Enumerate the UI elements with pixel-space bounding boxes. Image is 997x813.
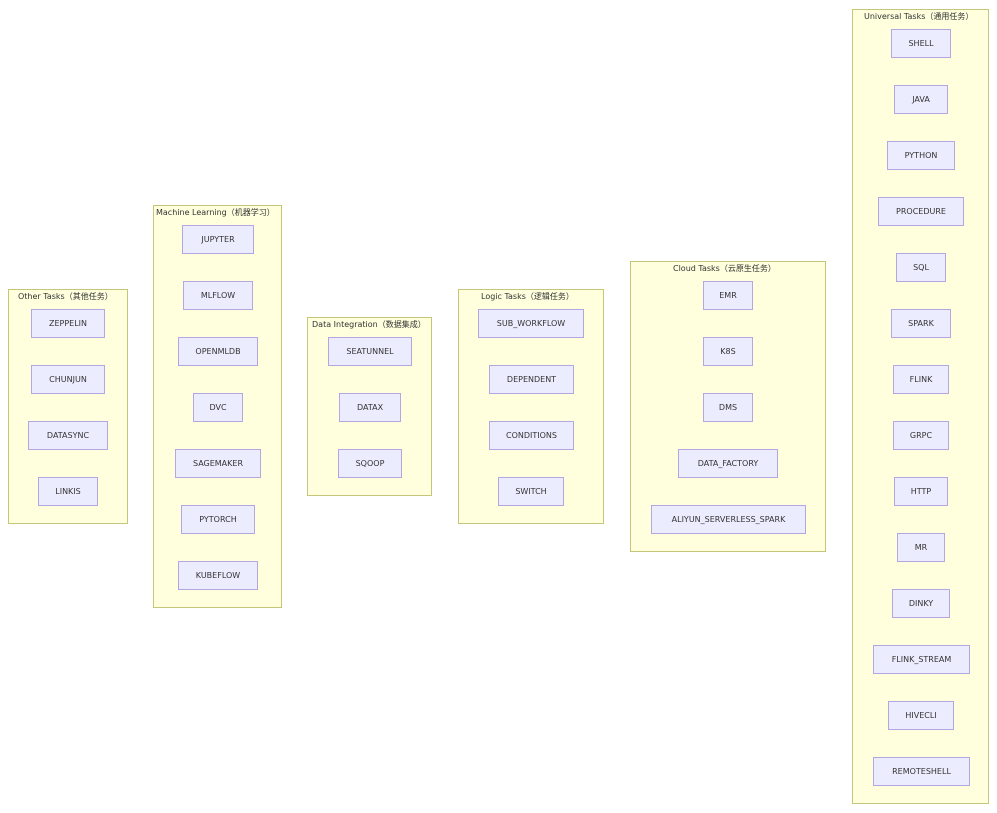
node-flink[interactable]: FLINK [893,365,949,394]
node-pytorch[interactable]: PYTORCH [181,505,255,534]
node-dependent[interactable]: DEPENDENT [489,365,574,394]
cluster-title-other-tasks: Other Tasks（其他任务） [18,292,113,301]
cluster-machine-learning: Machine Learning（机器学习） JUPYTER MLFLOW OP… [153,205,282,608]
cluster-cloud-tasks: Cloud Tasks（云原生任务） EMR K8S DMS DATA_FACT… [630,261,826,552]
node-sub-workflow[interactable]: SUB_WORKFLOW [478,309,584,338]
cluster-title-cloud-tasks: Cloud Tasks（云原生任务） [673,264,776,273]
cluster-universal-tasks: Universal Tasks（通用任务） SHELL JAVA PYTHON … [852,9,989,804]
node-grpc[interactable]: GRPC [893,421,949,450]
node-java[interactable]: JAVA [894,85,948,114]
node-emr[interactable]: EMR [703,281,753,310]
cluster-title-universal-tasks: Universal Tasks（通用任务） [864,12,974,21]
cluster-data-integration: Data Integration（数据集成） SEATUNNEL DATAX S… [307,317,432,496]
node-switch[interactable]: SWITCH [498,477,564,506]
node-remoteshell[interactable]: REMOTESHELL [873,757,970,786]
node-kubeflow[interactable]: KUBEFLOW [178,561,258,590]
cluster-other-tasks: Other Tasks（其他任务） ZEPPELIN CHUNJUN DATAS… [8,289,128,524]
node-conditions[interactable]: CONDITIONS [489,421,574,450]
node-shell[interactable]: SHELL [891,29,951,58]
node-k8s[interactable]: K8S [703,337,753,366]
node-datax[interactable]: DATAX [339,393,401,422]
node-sqoop[interactable]: SQOOP [338,449,402,478]
node-mr[interactable]: MR [897,533,945,562]
cluster-logic-tasks: Logic Tasks（逻辑任务） SUB_WORKFLOW DEPENDENT… [458,289,604,524]
node-python[interactable]: PYTHON [887,141,955,170]
node-aliyun-serverless-spark[interactable]: ALIYUN_SERVERLESS_SPARK [651,505,806,534]
node-http[interactable]: HTTP [894,477,948,506]
node-sagemaker[interactable]: SAGEMAKER [175,449,261,478]
cluster-title-machine-learning: Machine Learning（机器学习） [156,208,275,217]
node-jupyter[interactable]: JUPYTER [182,225,254,254]
node-hivecli[interactable]: HIVECLI [888,701,954,730]
cluster-title-data-integration: Data Integration（数据集成） [312,320,426,329]
node-linkis[interactable]: LINKIS [38,477,98,506]
node-mlflow[interactable]: MLFLOW [183,281,253,310]
node-dms[interactable]: DMS [703,393,753,422]
node-spark[interactable]: SPARK [891,309,951,338]
node-seatunnel[interactable]: SEATUNNEL [328,337,412,366]
node-zeppelin[interactable]: ZEPPELIN [31,309,105,338]
node-dinky[interactable]: DINKY [892,589,950,618]
node-data-factory[interactable]: DATA_FACTORY [678,449,778,478]
node-datasync[interactable]: DATASYNC [28,421,108,450]
node-openmldb[interactable]: OPENMLDB [178,337,258,366]
node-dvc[interactable]: DVC [193,393,243,422]
cluster-title-logic-tasks: Logic Tasks（逻辑任务） [481,292,574,301]
node-chunjun[interactable]: CHUNJUN [31,365,105,394]
node-flink-stream[interactable]: FLINK_STREAM [873,645,970,674]
node-procedure[interactable]: PROCEDURE [878,197,964,226]
node-sql[interactable]: SQL [896,253,946,282]
